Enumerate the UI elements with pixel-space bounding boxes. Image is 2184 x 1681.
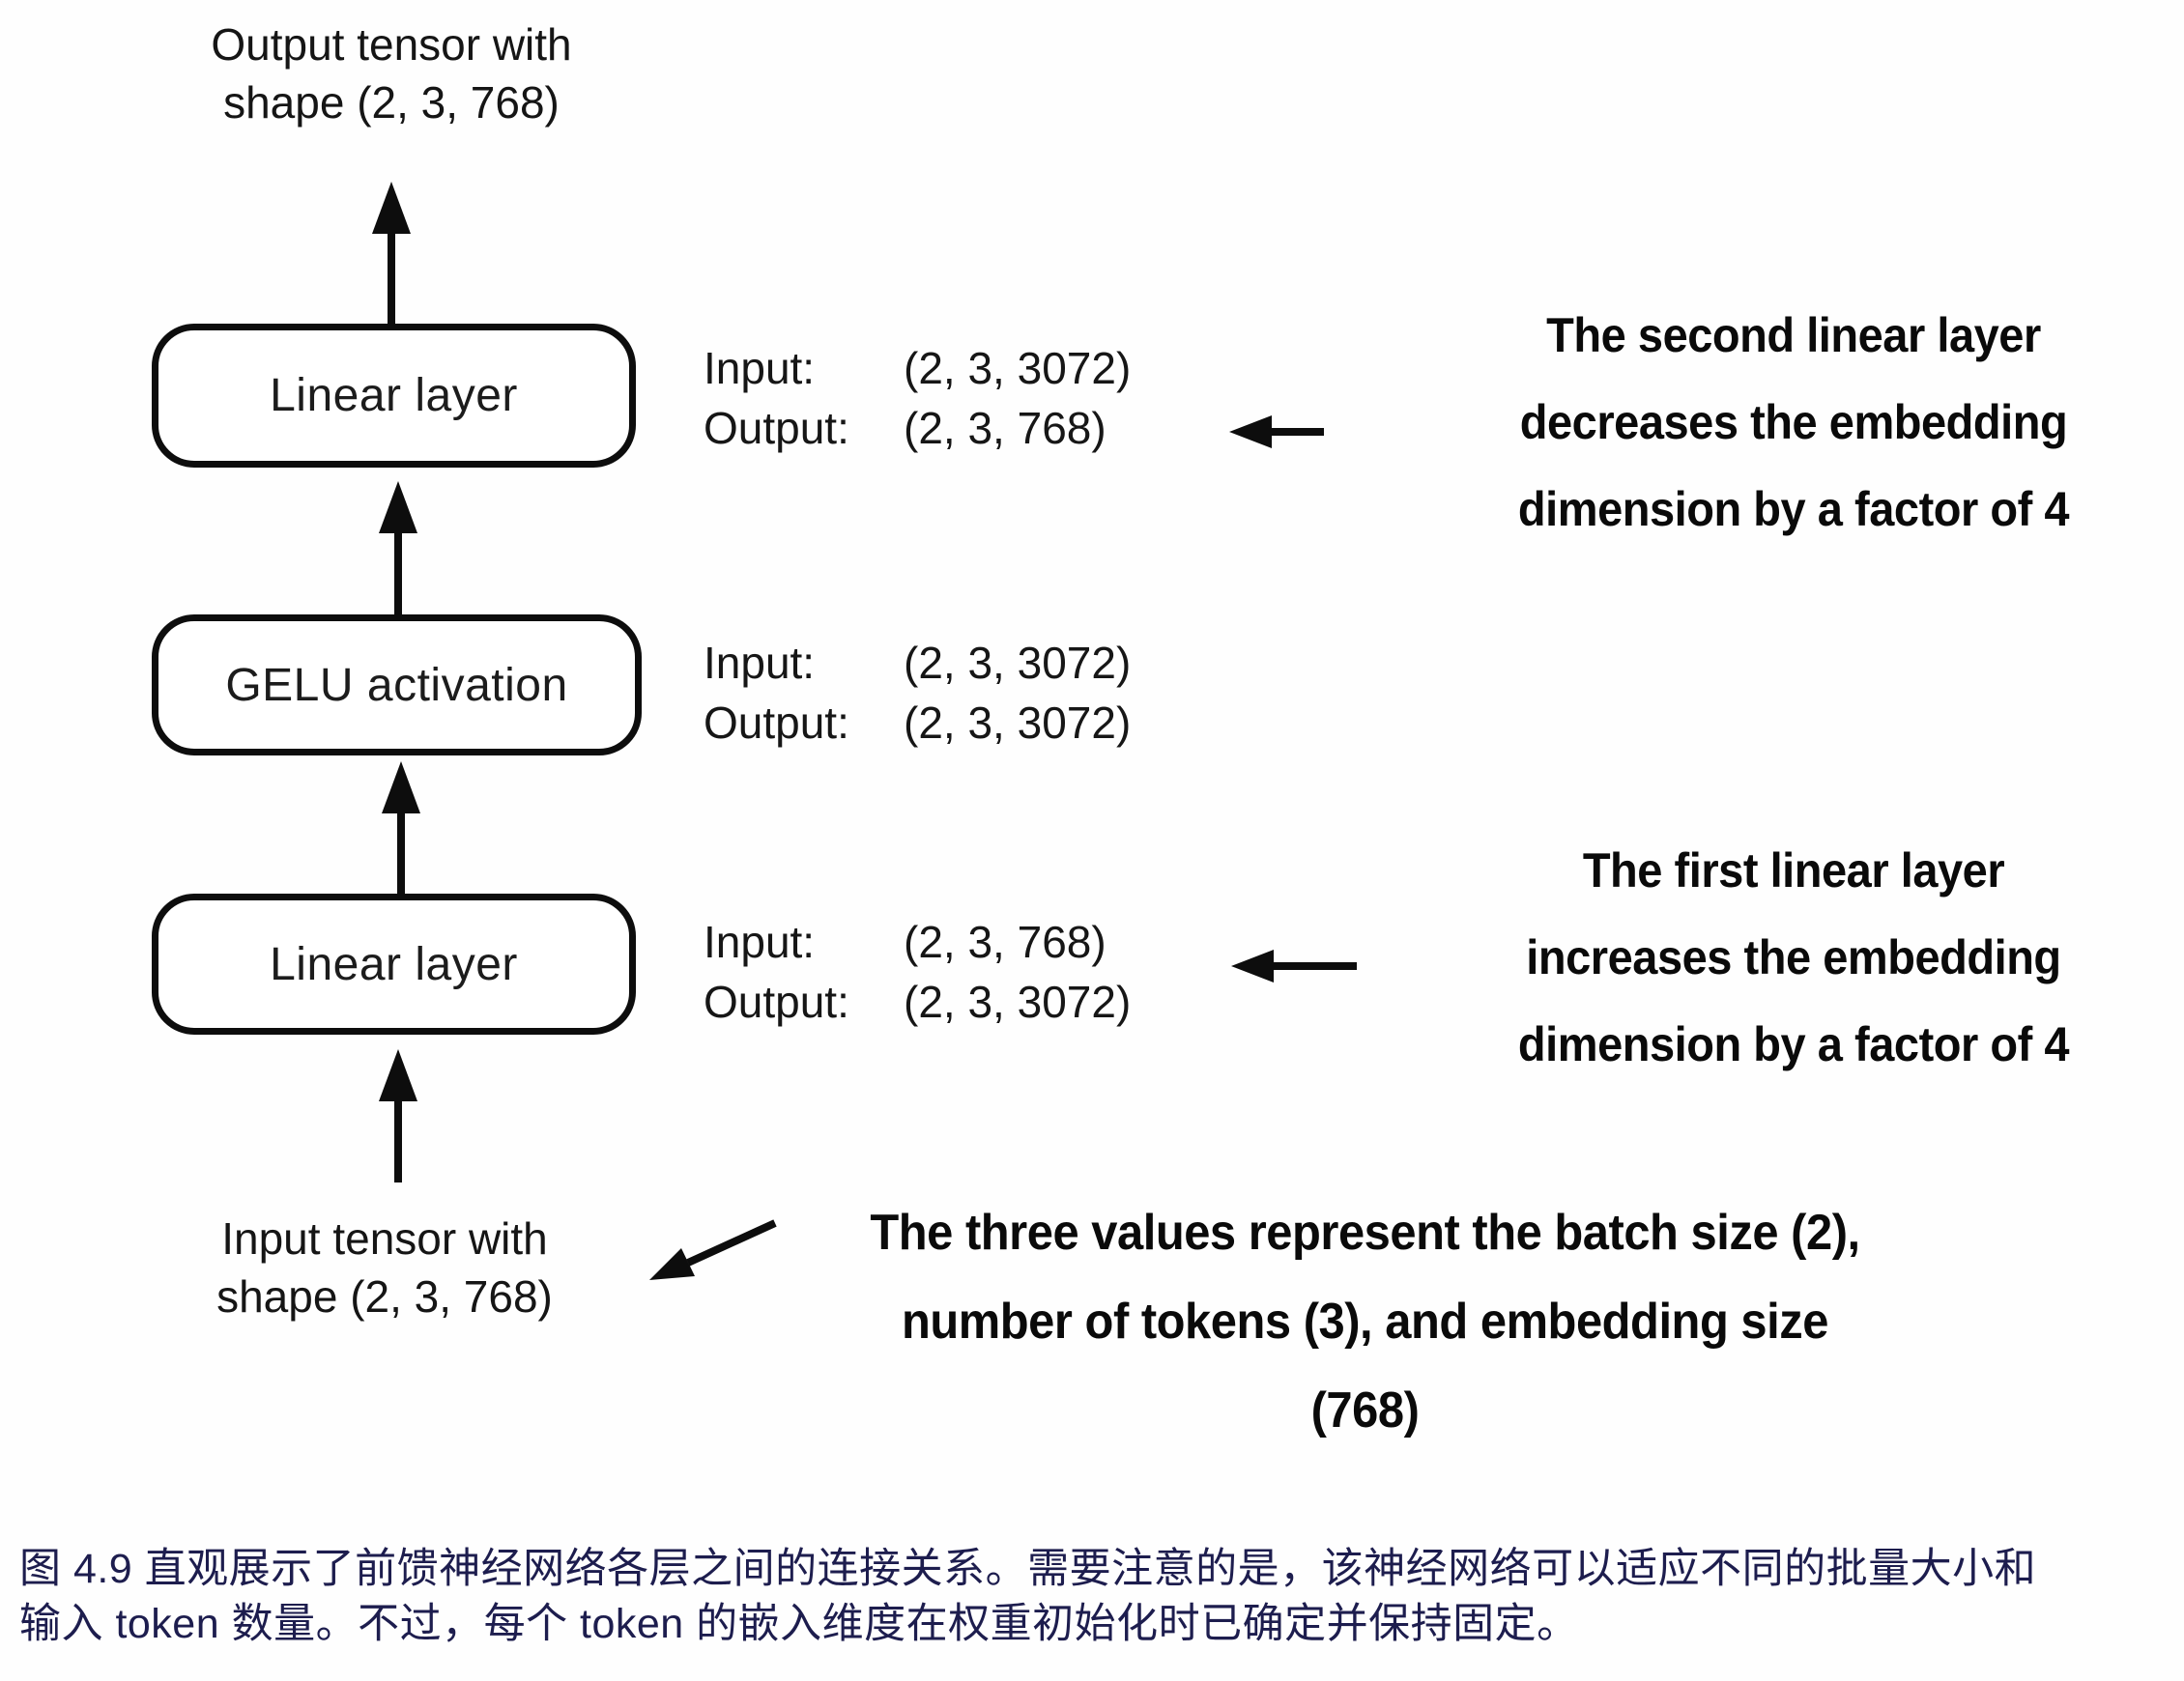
io-output-value: (2, 3, 768) — [904, 403, 1106, 453]
io-output-label: Output: — [704, 403, 849, 453]
up-arrow-icon — [372, 182, 411, 325]
io-shapes-first-linear: Input: (2, 3, 768) Output: (2, 3, 3072) — [704, 912, 1131, 1032]
io-shapes-second-linear: Input: (2, 3, 3072) Output: (2, 3, 768) — [704, 338, 1131, 458]
io-output-label: Output: — [704, 698, 849, 748]
node-label: Linear layer — [270, 938, 518, 990]
up-arrow-icon — [379, 481, 417, 618]
annotation-first-linear-layer: The first linear layer increases the emb… — [1517, 843, 2070, 1071]
node-linear-layer-first: Linear layer — [152, 894, 636, 1035]
annotation-batch-token-embedding: The three values represent the batch siz… — [870, 1205, 1860, 1439]
io-shapes-gelu: Input: (2, 3, 3072) Output: (2, 3, 3072) — [704, 633, 1131, 753]
figure-caption: 图 4.9 直观展示了前馈神经网络各层之间的连接关系。需要注意的是，该神经网络可… — [19, 1546, 2037, 1647]
node-label: Linear layer — [270, 370, 518, 421]
io-input-label: Input: — [704, 343, 816, 393]
output-tensor-label: Output tensor with shape (2, 3, 768) — [211, 19, 572, 128]
io-output-label: Output: — [704, 977, 849, 1027]
io-input-label: Input: — [704, 917, 816, 967]
io-input-value: (2, 3, 3072) — [904, 343, 1132, 393]
io-input-value: (2, 3, 3072) — [904, 638, 1132, 688]
io-input-label: Input: — [704, 638, 816, 688]
io-output-value: (2, 3, 3072) — [904, 698, 1132, 748]
node-gelu-activation: GELU activation — [152, 614, 642, 755]
input-tensor-label: Input tensor with shape (2, 3, 768) — [216, 1213, 553, 1322]
node-label: GELU activation — [225, 659, 568, 711]
io-output-value: (2, 3, 3072) — [904, 977, 1132, 1027]
up-arrow-icon — [379, 1049, 417, 1182]
annotation-second-linear-layer: The second linear layer decreases the em… — [1517, 308, 2070, 536]
left-arrow-icon — [1231, 950, 1357, 983]
up-arrow-icon — [382, 761, 420, 897]
left-arrow-icon — [1229, 415, 1324, 448]
diagonal-arrow-icon — [649, 1219, 777, 1280]
io-input-value: (2, 3, 768) — [904, 917, 1106, 967]
node-linear-layer-second: Linear layer — [152, 324, 636, 468]
